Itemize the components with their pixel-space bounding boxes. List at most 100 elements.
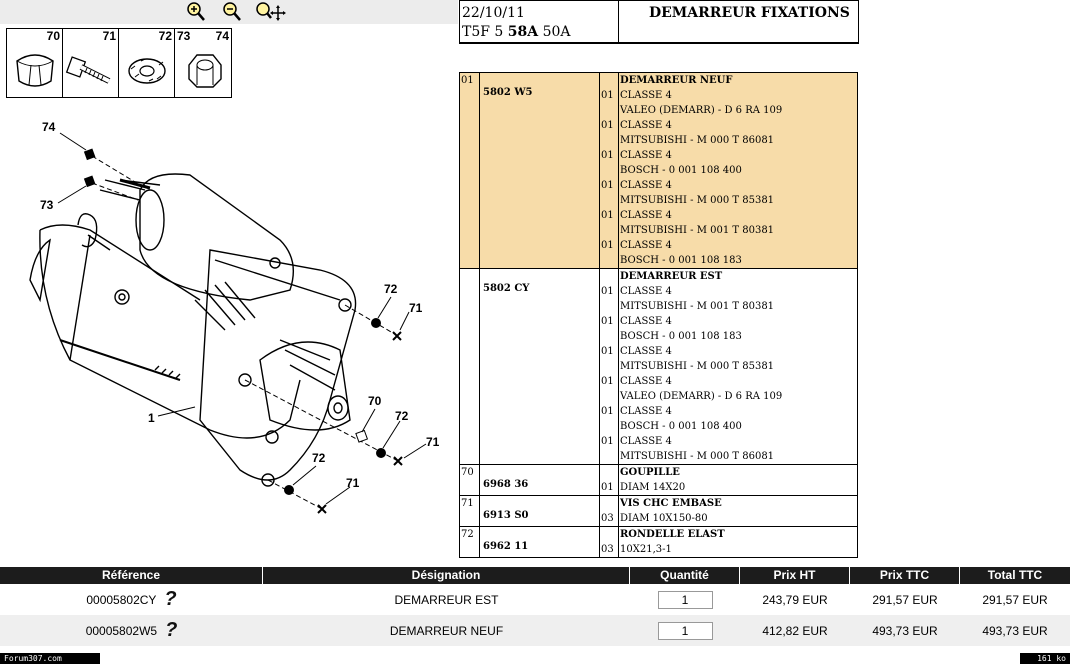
thumb-70[interactable]: 70 <box>7 29 63 97</box>
diagram-pane: 70 71 72 73 <box>0 0 458 550</box>
basket-ref: 00005802W5 <box>85 623 158 638</box>
line-qty: 01 <box>601 120 614 131</box>
line-qty: 01 <box>601 376 614 387</box>
callout-72: 72 <box>384 282 398 296</box>
ref-cell: 5802 CY <box>479 268 600 465</box>
line-class: CLASSE 4 <box>620 180 672 191</box>
line-qty: 03 <box>601 513 614 524</box>
zoom-out-icon[interactable] <box>221 1 243 23</box>
line-qty: 01 <box>601 210 614 221</box>
qty-spacer <box>601 103 617 118</box>
thumb-number: 74 <box>215 29 229 43</box>
line-detail: MITSUBISHI - M 001 T 80381 <box>620 301 775 312</box>
qty-spacer <box>601 527 617 542</box>
help-icon[interactable]: ? <box>165 619 178 641</box>
line-qty: 03 <box>601 544 614 555</box>
qty-spacer <box>601 253 617 268</box>
line-detail: BOSCH - 0 001 108 400 <box>620 165 742 176</box>
line-qty: 01 <box>601 482 614 493</box>
line-detail: MITSUBISHI - M 000 T 86081 <box>620 451 775 462</box>
qty-cell: 03 <box>599 526 619 558</box>
basket-qty-cell <box>630 590 740 609</box>
qty-spacer <box>601 223 617 238</box>
ref-cell: 6962 11 <box>479 526 600 558</box>
part-title: VIS CHC EMBASE <box>620 498 722 509</box>
part-title: DEMARREUR EST <box>620 271 723 282</box>
thumb-73-74[interactable]: 73 74 <box>175 29 231 97</box>
line-qty: 01 <box>601 316 614 327</box>
line-class: CLASSE 4 <box>620 376 672 387</box>
line-qty: 01 <box>601 240 614 251</box>
qty-spacer <box>601 193 617 208</box>
qty-spacer <box>601 496 617 511</box>
qty-spacer <box>601 329 617 344</box>
line-detail: BOSCH - 0 001 108 183 <box>620 255 742 266</box>
line-class: CLASSE 4 <box>620 286 672 297</box>
line-class: CLASSE 4 <box>620 150 672 161</box>
ref-cell: 5802 W5 <box>479 72 600 269</box>
zoom-toolbar <box>0 0 458 24</box>
line-class: CLASSE 4 <box>620 346 672 357</box>
thumb-number: 72 <box>158 29 172 43</box>
item-number <box>459 268 480 465</box>
item-number: 71 <box>459 495 480 527</box>
thumb-72[interactable]: 72 <box>119 29 175 97</box>
callout-72: 72 <box>312 451 326 465</box>
line-qty: 01 <box>601 406 614 417</box>
basket-designation: DEMARREUR EST <box>394 592 499 607</box>
line-detail: DIAM 14X20 <box>620 482 686 493</box>
line-qty: 01 <box>601 180 614 191</box>
basket-total-ttc: 493,73 EUR <box>982 623 1048 638</box>
thumb-number: 73 <box>177 29 191 43</box>
basket-row: 00005802CY ? DEMARREUR EST 243,79 EUR 29… <box>0 584 1070 615</box>
line-class: CLASSE 4 <box>620 240 672 251</box>
code-prefix: T5F 5 <box>462 24 508 40</box>
callout-71: 71 <box>346 476 360 490</box>
thumb-71[interactable]: 71 <box>63 29 119 97</box>
line-detail: BOSCH - 0 001 108 183 <box>620 331 742 342</box>
basket-designation: DEMARREUR NEUF <box>389 623 504 638</box>
pin-icon <box>16 54 54 87</box>
part-title: DEMARREUR NEUF <box>620 75 733 86</box>
basket-total-ttc: 291,57 EUR <box>982 592 1048 607</box>
line-class: CLASSE 4 <box>620 406 672 417</box>
line-class: CLASSE 4 <box>620 436 672 447</box>
line-detail: MITSUBISHI - M 000 T 85381 <box>620 195 775 206</box>
line-detail: DIAM 10X150-80 <box>620 513 708 524</box>
quantity-input[interactable] <box>657 621 713 640</box>
basket-prix-ht: 412,82 EUR <box>762 623 828 638</box>
qty-cell: 01 01 01 01 01 01 <box>599 72 619 269</box>
qty-spacer <box>601 269 617 284</box>
part-reference: 6968 36 <box>483 479 529 490</box>
line-class: CLASSE 4 <box>620 210 672 221</box>
page-title: DEMARREUR FIXATIONS <box>618 1 860 43</box>
parts-row[interactable]: 5802 CY 01 01 01 01 01 01 DEMARREUR EST C… <box>459 268 858 465</box>
qty-cell: 01 01 01 01 01 01 <box>599 268 619 465</box>
code-bold: 58A <box>507 24 539 40</box>
help-icon[interactable]: ? <box>164 588 177 610</box>
thumb-number: 70 <box>46 29 60 43</box>
bolt-icon <box>65 56 111 84</box>
col-total-ttc: Total TTC <box>987 568 1043 582</box>
description-cell: VIS CHC EMBASE DIAM 10X150-80 <box>618 495 858 527</box>
callout-72: 72 <box>395 409 409 423</box>
qty-spacer <box>601 389 617 404</box>
zoom-pan-icon[interactable] <box>254 1 286 23</box>
basket-prix-ttc: 291,57 EUR <box>872 592 938 607</box>
qty-spacer <box>601 359 617 374</box>
zoom-in-icon[interactable] <box>185 1 207 23</box>
basket-qty-cell <box>630 621 740 640</box>
col-prix-ht: Prix HT <box>740 567 850 584</box>
starter-exploded-diagram: 74 73 72 71 70 72 71 72 71 1 <box>29 120 440 514</box>
catalogue-header: 22/10/11 T5F 5 58A 50A DEMARREUR FIXATIO… <box>459 0 859 44</box>
line-qty: 01 <box>601 346 614 357</box>
callout-74: 74 <box>42 120 56 134</box>
vehicle-code: T5F 5 58A 50A <box>462 24 571 40</box>
quantity-input[interactable] <box>657 590 713 609</box>
callout-73: 73 <box>40 198 54 212</box>
